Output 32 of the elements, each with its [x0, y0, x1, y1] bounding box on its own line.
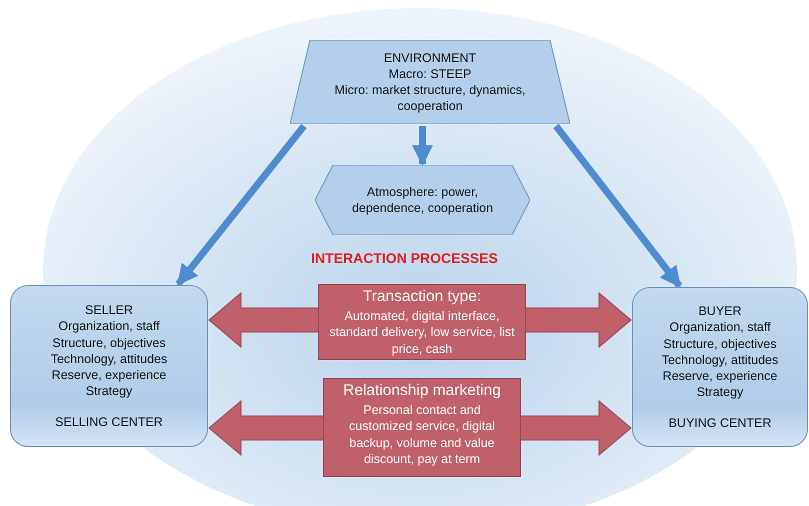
attribute-text: Organization, staff: [669, 319, 771, 336]
buyer-box: [632, 287, 808, 447]
attribute-text: Technology, attitudes: [662, 352, 778, 368]
box-text: Atmosphere: power, dependence, cooperation: [350, 184, 494, 216]
attribute-text: Organization, staff: [58, 318, 160, 335]
atmosphere-hexagon: [315, 165, 530, 235]
attribute-text: Strategy: [696, 384, 744, 401]
box-heading: Relationship marketing: [343, 381, 501, 401]
box-heading: BUYER: [698, 303, 742, 320]
attribute-text: Structure, objectives: [663, 336, 777, 352]
transaction-box: [318, 284, 526, 360]
center-label: BUYING CENTER: [668, 414, 772, 431]
box-heading: Transaction type:: [362, 287, 482, 307]
box-heading: SELLER: [85, 302, 133, 318]
attribute-text: Strategy: [86, 383, 132, 400]
attribute-text: Reserve, experience: [52, 367, 166, 384]
arrow: [553, 124, 682, 288]
attribute-text: Technology, attitudes: [50, 350, 168, 368]
attribute-text: Structure, objectives: [52, 334, 166, 351]
box-description: Automated, digital interface, standard delivery, low service, list price, cash: [329, 308, 515, 357]
box-description: Personal contact and customized service, digital backup, volume and value discount, pay at term: [348, 402, 496, 468]
relationship-box: [323, 378, 521, 477]
box-text: Macro: STEEP: [388, 66, 472, 82]
seller-box: [10, 285, 208, 447]
environment-trapezoid: [290, 40, 570, 124]
box-text: Micro: market structure, dynamics, cooperation: [333, 82, 526, 114]
attribute-text: Reserve, experience: [662, 368, 778, 384]
section-heading: INTERACTION PROCESSES: [310, 250, 499, 266]
box-heading: ENVIRONMENT: [384, 50, 476, 66]
arrow: [176, 124, 307, 286]
center-label: SELLING CENTER: [55, 414, 163, 430]
arrow: [412, 126, 433, 166]
